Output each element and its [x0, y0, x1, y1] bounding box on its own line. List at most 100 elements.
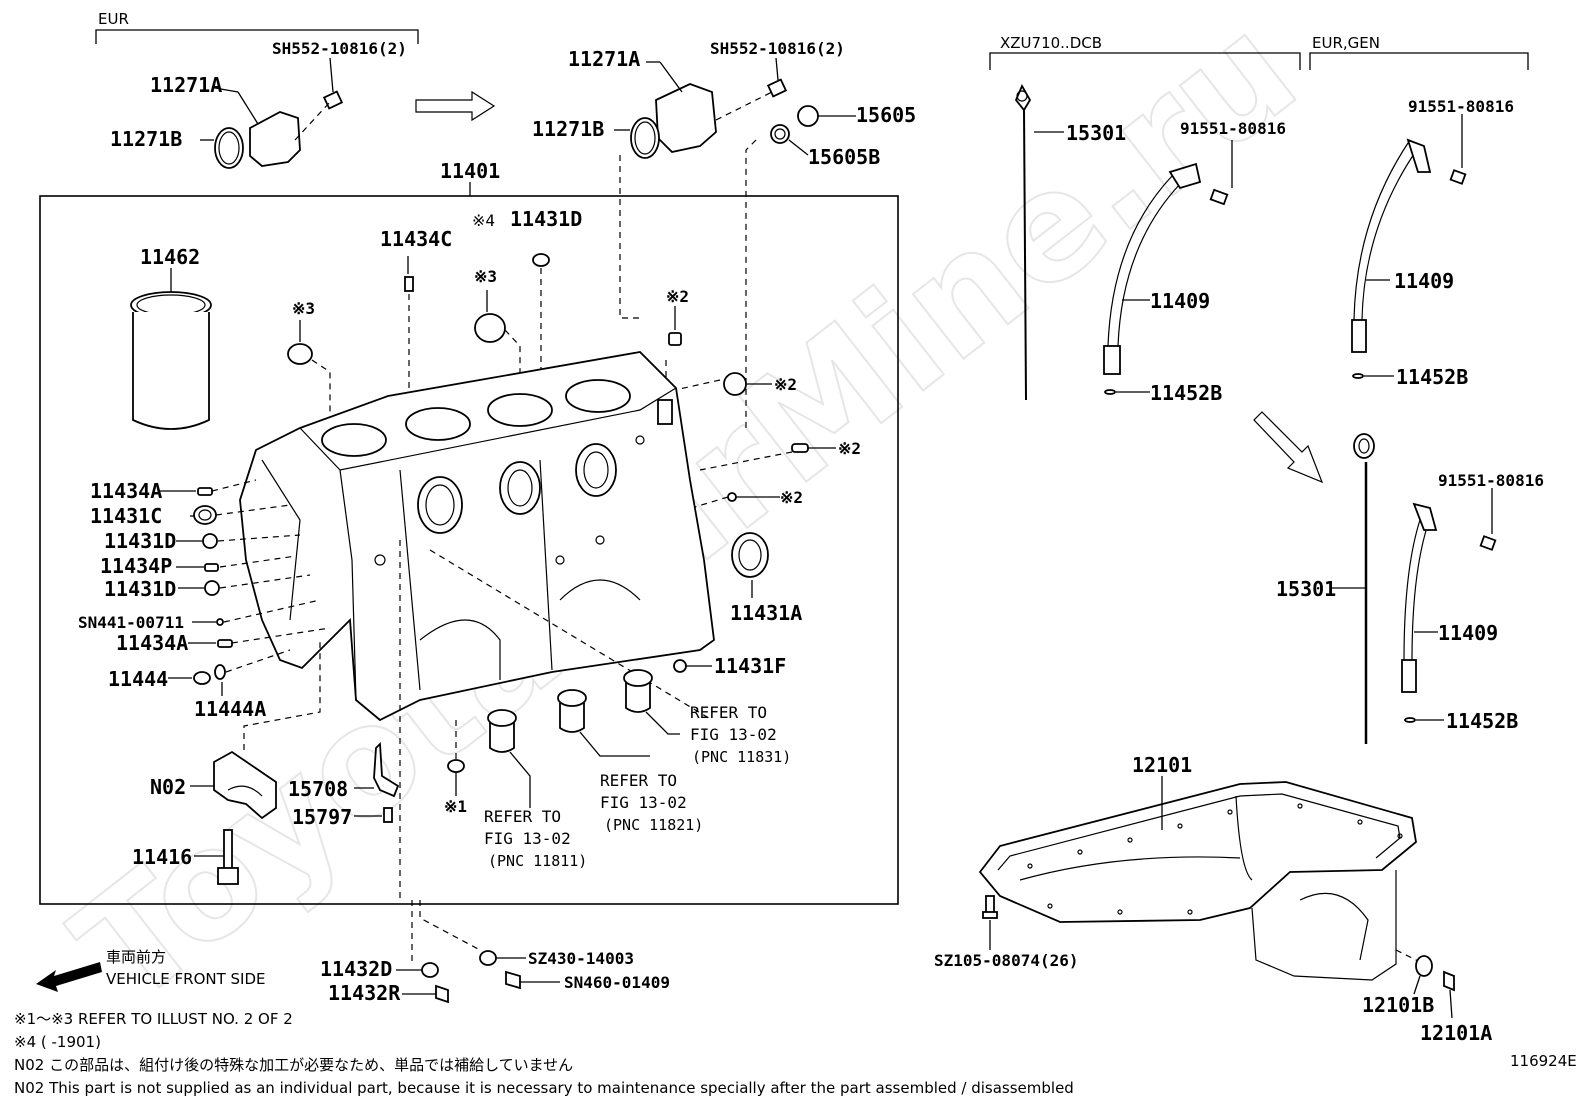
- label-11401: 11401: [440, 159, 500, 183]
- plug-mark2-a: [668, 306, 682, 346]
- note-n02-jp: N02 この部品は、組付け後の特殊な加工が必要なため、単品では補給していません: [14, 1056, 573, 1074]
- bracket-xzu: XZU710..DCB: [989, 34, 1301, 70]
- label-11431C: 11431C: [90, 504, 162, 528]
- label-11431F: 11431F: [714, 654, 786, 678]
- label-15708: 15708: [288, 777, 348, 801]
- label-11431D-a: 11431D: [104, 529, 176, 553]
- label-11409-b: 11409: [1394, 269, 1454, 293]
- label-11416: 11416: [132, 845, 192, 869]
- label-11431D-b: 11431D: [104, 577, 176, 601]
- label-mark3-mid: ※3: [474, 267, 497, 286]
- cover-plate-b: [614, 57, 856, 159]
- bolt-11416: [194, 829, 239, 885]
- label-91551-c: 91551-80816: [1438, 471, 1544, 490]
- label-SH552: SH552-10816(2): [710, 39, 845, 58]
- label-11409-c: 11409: [1438, 621, 1498, 645]
- label-12101A: 12101A: [1420, 1021, 1492, 1045]
- ref-11821-line1: REFER TO: [600, 771, 677, 790]
- plug-mark2-c: [699, 443, 836, 471]
- ref-11811-line2: FIG 13-02: [484, 829, 571, 848]
- oil-pan-12101: [978, 776, 1455, 1019]
- ref-11811-line3: (PNC 11811): [488, 852, 587, 870]
- drain-plugs: [396, 900, 560, 1004]
- bush-11431A: [731, 532, 769, 598]
- label-15605: 15605: [856, 103, 916, 127]
- cover-plate-eur: [200, 57, 344, 169]
- label-11434P: 11434P: [100, 554, 172, 578]
- label-11409-a: 11409: [1150, 289, 1210, 313]
- label-mark2-c: ※2: [838, 439, 861, 458]
- illustration-number: 116924E: [1510, 1052, 1577, 1070]
- label-SZ105: SZ105-08074(26): [934, 951, 1079, 970]
- ref-11831-line1: REFER TO: [690, 703, 767, 722]
- bearing-cap-N02: [190, 640, 321, 820]
- label-SN441: SN441-00711: [78, 613, 184, 632]
- label-11434A-a: 11434A: [90, 479, 162, 503]
- label-mark3-left: ※3: [292, 299, 315, 318]
- label-15301-b: 15301: [1276, 577, 1336, 601]
- label-mark2-d: ※2: [780, 488, 803, 507]
- label-SZ430: SZ430-14003: [528, 949, 634, 968]
- label-15301-a: 15301: [1066, 121, 1126, 145]
- label-11452B-a: 11452B: [1150, 381, 1222, 405]
- label-11431D-top: 11431D: [510, 207, 582, 231]
- left-side-parts: [160, 479, 331, 696]
- label-11271B: 11271B: [532, 117, 604, 141]
- dipstick-xzu: [1014, 83, 1233, 401]
- label-SN460: SN460-01409: [564, 973, 670, 992]
- label-mark2-a: ※2: [666, 287, 689, 306]
- note-n02-en: N02 This part is not supplied as an indi…: [14, 1079, 1074, 1097]
- dipstick-eur-gen: [1351, 114, 1467, 379]
- engine-block: [239, 351, 715, 722]
- label-91551-b: 91551-80816: [1408, 97, 1514, 116]
- plug-11434C: [404, 256, 414, 400]
- ref-11811-line1: REFER TO: [484, 807, 561, 826]
- label-mark4: ※4: [472, 211, 495, 230]
- label-SH552-eur: SH552-10816(2): [272, 39, 407, 58]
- bracket-label-eur: EUR: [98, 10, 129, 28]
- ref-11821-line2: FIG 13-02: [600, 793, 687, 812]
- cylinder-liner: [130, 268, 212, 430]
- arrow-right: [415, 90, 496, 122]
- note-refer-illust: ※1～※3 REFER TO ILLUST NO. 2 OF 2: [14, 1010, 293, 1028]
- label-12101: 12101: [1132, 753, 1192, 777]
- bracket-eur-top: EUR: [95, 10, 419, 44]
- label-mark2-b: ※2: [774, 375, 797, 394]
- label-11462: 11462: [140, 245, 200, 269]
- label-11431A: 11431A: [730, 601, 802, 625]
- label-11444A: 11444A: [194, 697, 266, 721]
- plug-mark2-b: [723, 372, 772, 396]
- label-11271B-eur: 11271B: [110, 127, 182, 151]
- label-15797: 15797: [292, 805, 352, 829]
- arrow-down-right: [1253, 411, 1324, 484]
- label-11434C: 11434C: [380, 227, 452, 251]
- ref-11831-line2: FIG 13-02: [690, 725, 777, 744]
- label-91551-a: 91551-80816: [1180, 119, 1286, 138]
- engine-block-frame: [39, 195, 899, 905]
- label-12101B: 12101B: [1362, 993, 1434, 1017]
- front-label-en: VEHICLE FRONT SIDE: [106, 970, 266, 988]
- ref-11821-line3: (PNC 11821): [604, 816, 703, 834]
- label-11444: 11444: [108, 667, 168, 691]
- front-label-jp: 車両前方: [106, 948, 166, 966]
- label-11432R: 11432R: [328, 981, 401, 1005]
- bracket-eur-gen: EUR,GEN: [1309, 34, 1529, 70]
- ref-11831-line3: (PNC 11831): [692, 748, 791, 766]
- parts-15708-15797: [354, 741, 400, 823]
- label-11271A-eur: 11271A: [150, 73, 222, 97]
- crank-bearings: [487, 669, 680, 808]
- plug-11431F: [673, 659, 712, 673]
- dipstick-lower: [1332, 433, 1497, 744]
- note-mark4: ※4 ( -1901): [14, 1033, 101, 1051]
- label-11434A-b: 11434A: [116, 631, 188, 655]
- label-11452B-c: 11452B: [1446, 709, 1518, 733]
- label-11452B-b: 11452B: [1396, 365, 1468, 389]
- vehicle-front-arrow: [36, 962, 102, 992]
- label-15605B: 15605B: [808, 145, 880, 169]
- bracket-label-eur-gen: EUR,GEN: [1312, 34, 1380, 52]
- bracket-label-xzu: XZU710..DCB: [1000, 34, 1102, 52]
- label-11432D: 11432D: [320, 957, 392, 981]
- label-mark1: ※1: [444, 797, 467, 816]
- label-N02: N02: [150, 775, 186, 799]
